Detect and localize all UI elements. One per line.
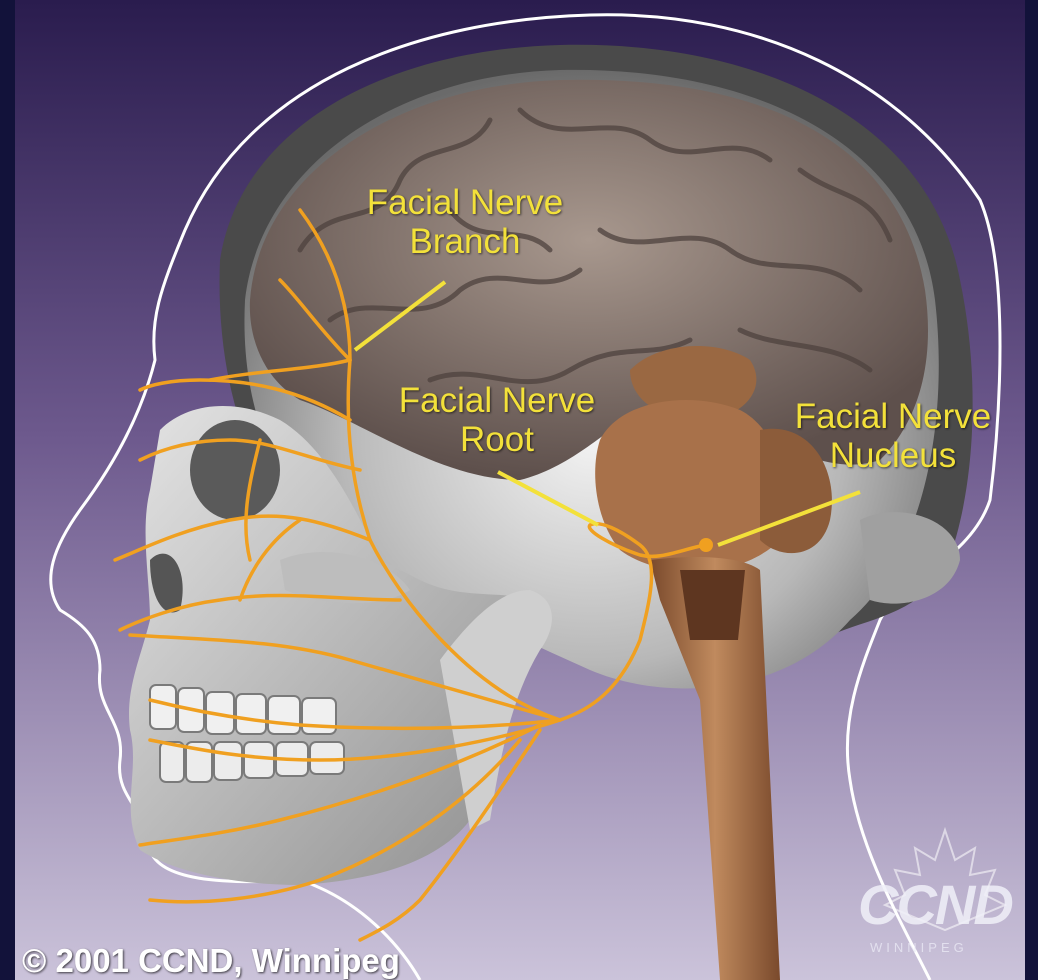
label-root-line2: Root: [372, 421, 622, 460]
label-facial-nerve-root: Facial Nerve Root: [372, 382, 622, 459]
ccnd-logo-text: CCND: [858, 872, 1012, 937]
label-branch-line2: Branch: [340, 223, 590, 262]
copyright-notice: © 2001 CCND, Winnipeg: [22, 942, 400, 980]
label-facial-nerve-branch: Facial Nerve Branch: [340, 184, 590, 261]
label-nucleus-line1: Facial Nerve: [795, 397, 991, 436]
label-facial-nerve-nucleus: Facial Nerve Nucleus: [768, 398, 1018, 475]
ccnd-logo-subtext: WINNIPEG: [870, 940, 968, 955]
label-nucleus-line2: Nucleus: [768, 437, 1018, 476]
eye-orbit: [190, 420, 280, 520]
pons: [595, 400, 788, 571]
label-root-line1: Facial Nerve: [399, 381, 595, 420]
nucleus-marker: [699, 538, 713, 552]
medulla-cut: [680, 570, 745, 640]
label-branch-line1: Facial Nerve: [367, 183, 563, 222]
